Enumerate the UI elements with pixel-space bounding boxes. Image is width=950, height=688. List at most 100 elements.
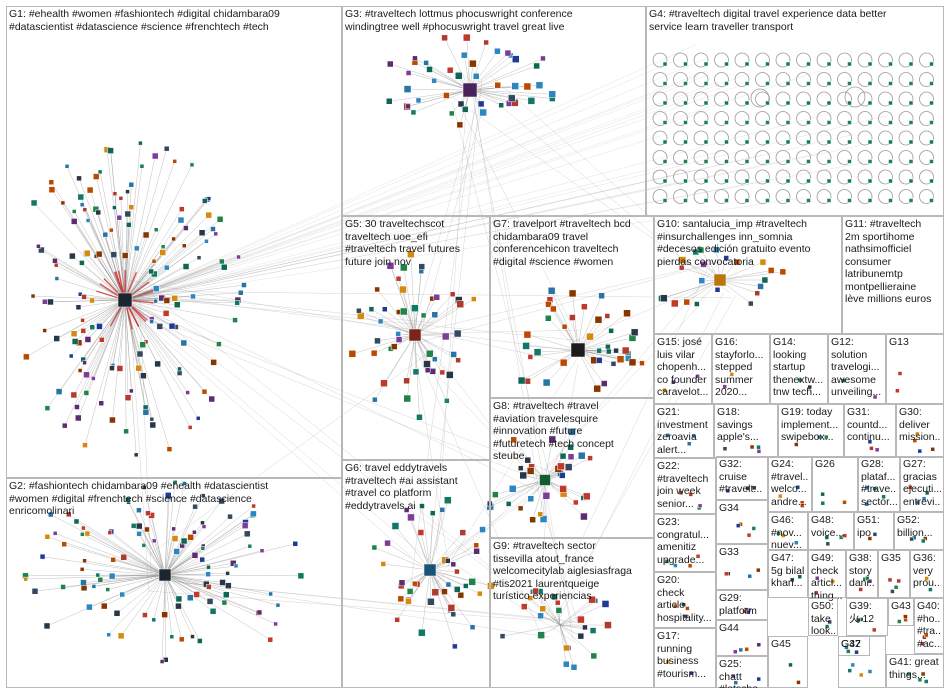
group-label: G46: #nov... nuev... [771, 514, 805, 552]
group-label: G3: #traveltech lottmus phocuswright con… [345, 8, 643, 33]
group-g35: G35 [878, 550, 910, 598]
group-g48: G48: voice... [808, 512, 854, 550]
group-g45: G45 [768, 636, 808, 688]
group-g49: G49: check articl... thing... [808, 550, 846, 598]
group-label: G18: savings apple's... [717, 406, 775, 444]
group-label: G51: ipo [857, 514, 891, 539]
group-g20: G20: check article hospitality... [654, 572, 716, 628]
group-label: G31: countd... continu... [847, 406, 893, 444]
group-label: G36: very prou... [913, 552, 941, 590]
group-g46: G46: #nov... nuev... [768, 512, 808, 550]
group-g27: G27: gracias ejecuti... entrevi... [900, 456, 944, 512]
group-g18: G18: savings apple's... [714, 404, 778, 458]
group-g42: G42 [838, 636, 886, 688]
group-label: G15: josé luis vilar chopenh... co found… [657, 336, 709, 399]
group-label: G39: 火 12 [849, 600, 885, 625]
group-g43: G43 [888, 598, 914, 626]
group-label: G47: 5g bilal khan... [771, 552, 805, 590]
group-label: G10: santalucia_imp #traveltech #insurch… [657, 218, 839, 268]
group-g29: G29: platform [716, 590, 768, 620]
group-label: G9: #traveltech sector tissevilla atout_… [493, 540, 651, 603]
group-label: G2: #fashiontech chidambara09 #ehealth #… [9, 480, 339, 518]
group-label: G13 [889, 336, 941, 349]
group-label: G29: platform [719, 592, 765, 617]
group-g36: G36: very prou... [910, 550, 944, 598]
group-label: G14: looking startup thenextw... tnw tec… [773, 336, 825, 399]
group-label: G20: check article hospitality... [657, 574, 713, 624]
group-label: G48: voice... [811, 514, 851, 539]
group-label: G50: take look... [811, 600, 835, 638]
group-label: G35 [881, 552, 907, 565]
group-label: G27: gracias ejecuti... entrevi... [903, 458, 941, 508]
group-label: G44 [719, 622, 765, 635]
group-g47: G47: 5g bilal khan... [768, 550, 808, 598]
group-label: G24: #travel... welco... andre... [771, 458, 809, 508]
group-g17: G17: running business #tourism... [654, 628, 716, 688]
group-label: G32: cruise #travelt... [719, 458, 765, 496]
group-g14: G14: looking startup thenextw... tnw tec… [770, 334, 828, 404]
group-label: G5: 30 traveltechscot traveltech uoe_efi… [345, 218, 487, 268]
group-label: G43 [891, 600, 911, 613]
group-label: G30: deliver mission... [899, 406, 941, 444]
group-g5: G5: 30 traveltechscot traveltech uoe_efi… [342, 216, 490, 460]
group-label: G34 [719, 502, 765, 515]
group-label: G52: billion... [897, 514, 941, 539]
group-g38: G38: story dani... [846, 550, 878, 598]
group-label: G12: solution travelogi... awesome unvei… [831, 336, 883, 399]
group-g21: G21: investment zeroavia alert... [654, 404, 714, 458]
group-g2: G2: #fashiontech chidambara09 #ehealth #… [6, 478, 342, 688]
group-label: G6: travel eddytravels #traveltech #ai a… [345, 462, 487, 512]
group-label: G23: congratul... amenitiz upgrade... [657, 516, 713, 566]
group-g28: G28: plataf... #trave... sector... [858, 456, 900, 512]
group-label: G25: chatt #letscha... [719, 658, 765, 688]
group-label: G49: check articl... thing... [811, 552, 843, 602]
group-g24: G24: #travel... welco... andre... [768, 456, 812, 512]
group-g51: G51: ipo [854, 512, 894, 550]
group-g39: G39: 火 12 [846, 598, 888, 636]
group-label: G41: great things... [889, 656, 941, 681]
group-g11: G11: #traveltech 2m sportihome nathsimof… [842, 216, 944, 334]
group-label: G17: running business #tourism... [657, 630, 713, 680]
group-label: G4: #traveltech digital travel experienc… [649, 8, 941, 33]
group-g9: G9: #traveltech sector tissevilla atout_… [490, 538, 654, 688]
group-label: G45 [771, 638, 805, 651]
group-label: G26 [815, 458, 855, 471]
group-g41: G41: great things... [886, 654, 944, 688]
group-g52: G52: billion... [894, 512, 944, 550]
group-g19: G19: today implement... swipebox... [778, 404, 844, 458]
group-label: G11: #traveltech 2m sportihome nathsimof… [845, 218, 941, 306]
group-label: G19: today implement... swipebox... [781, 406, 841, 444]
group-g32: G32: cruise #travelt... [716, 456, 768, 500]
group-g26: G26 [812, 456, 858, 512]
group-g31: G31: countd... continu... [844, 404, 896, 458]
group-g3: G3: #traveltech lottmus phocuswright con… [342, 6, 646, 216]
group-g4: G4: #traveltech digital travel experienc… [646, 6, 944, 216]
group-label: G38: story dani... [849, 552, 875, 590]
group-g10: G10: santalucia_imp #traveltech #insurch… [654, 216, 842, 334]
group-g15: G15: josé luis vilar chopenh... co found… [654, 334, 712, 404]
group-g33: G33 [716, 544, 768, 590]
group-g8: G8: #traveltech #travel #aviation travel… [490, 398, 654, 538]
group-label: G1: #ehealth #women #fashiontech #digita… [9, 8, 339, 33]
group-g23: G23: congratul... amenitiz upgrade... [654, 514, 716, 572]
group-g16: G16: stayforlo... stepped summer 2020... [712, 334, 770, 404]
group-label: G21: investment zeroavia alert... [657, 406, 711, 456]
group-g1: G1: #ehealth #women #fashiontech #digita… [6, 6, 342, 478]
group-g25: G25: chatt #letscha... [716, 656, 768, 688]
group-label: G7: travelport #traveltech bcd chidambar… [493, 218, 651, 268]
group-g40: G40: #ho... #tra... #ac... [914, 598, 944, 654]
group-label: G16: stayforlo... stepped summer 2020... [715, 336, 767, 399]
group-g22: G22: #traveltech join week senior... [654, 458, 716, 514]
group-g13: G13 [886, 334, 944, 404]
group-g12: G12: solution travelogi... awesome unvei… [828, 334, 886, 404]
group-label: G8: #traveltech #travel #aviation travel… [493, 400, 651, 463]
group-g30: G30: deliver mission... [896, 404, 944, 458]
group-label: G42 [841, 638, 883, 651]
group-label: G40: #ho... #tra... #ac... [917, 600, 941, 650]
group-g7: G7: travelport #traveltech bcd chidambar… [490, 216, 654, 398]
group-g6: G6: travel eddytravels #traveltech #ai a… [342, 460, 490, 688]
group-label: G33 [719, 546, 765, 559]
group-g34: G34 [716, 500, 768, 544]
group-label: G22: #traveltech join week senior... [657, 460, 713, 510]
